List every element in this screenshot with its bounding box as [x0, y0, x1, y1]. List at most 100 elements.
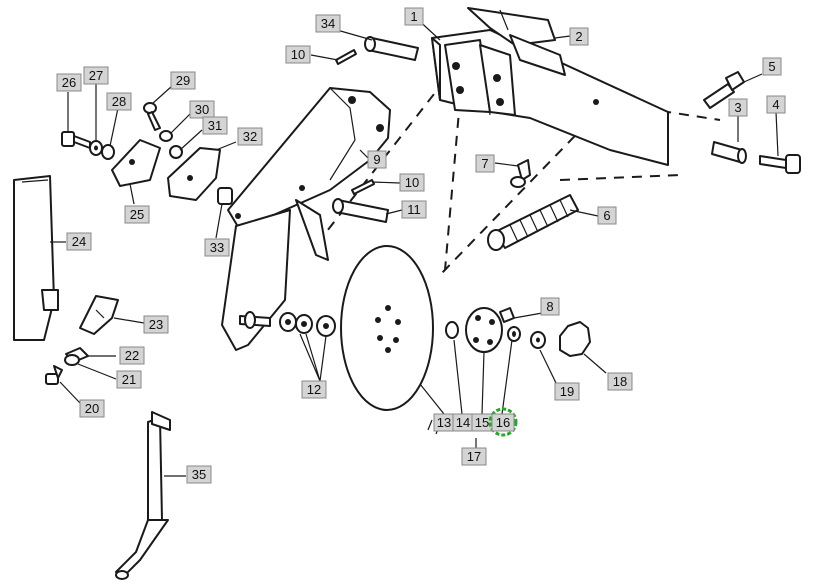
svg-text:10: 10	[405, 175, 419, 190]
callout-31[interactable]: 31	[202, 116, 228, 135]
nut-part-31	[169, 145, 183, 159]
nut-part-19	[530, 331, 546, 349]
svg-text:27: 27	[89, 68, 103, 83]
cotter-pin-part-10-middle	[351, 179, 375, 195]
callout-28[interactable]: 28	[106, 92, 132, 111]
callout-17[interactable]: 17	[461, 447, 487, 466]
callout-10-middle[interactable]: 10	[399, 173, 425, 192]
callout-26[interactable]: 26	[56, 73, 82, 92]
callout-3[interactable]: 3	[728, 98, 748, 117]
bolt-part-4	[759, 154, 801, 174]
grease-fitting-part-7	[510, 159, 531, 188]
callout-27[interactable]: 27	[83, 66, 109, 85]
nut-part-33	[217, 187, 233, 205]
svg-text:19: 19	[560, 384, 574, 399]
svg-text:35: 35	[192, 467, 206, 482]
callout-13[interactable]: 13	[433, 413, 455, 432]
svg-text:4: 4	[772, 97, 779, 112]
callout-6[interactable]: 6	[597, 206, 617, 225]
callout-10-top[interactable]: 10	[285, 45, 311, 64]
callout-2[interactable]: 2	[569, 27, 589, 46]
callout-14[interactable]: 14	[452, 413, 474, 432]
scraper-part-24	[13, 175, 59, 341]
callout-15[interactable]: 15	[471, 413, 493, 432]
svg-text:10: 10	[291, 47, 305, 62]
svg-text:6: 6	[603, 208, 610, 223]
dust-cap-part-18	[559, 321, 591, 357]
svg-text:31: 31	[208, 118, 222, 133]
pin-part-11	[332, 198, 389, 223]
svg-text:9: 9	[373, 152, 380, 167]
callout-5[interactable]: 5	[762, 57, 782, 76]
svg-text:34: 34	[321, 16, 335, 31]
svg-text:15: 15	[475, 415, 489, 430]
disc-blade-part-13	[340, 245, 434, 411]
spring-part-6	[487, 194, 579, 251]
callout-29[interactable]: 29	[170, 71, 196, 90]
callout-1[interactable]: 1	[404, 7, 424, 26]
bushing-part-3	[711, 141, 747, 164]
callout-11[interactable]: 11	[401, 200, 427, 219]
svg-text:17: 17	[467, 449, 481, 464]
svg-text:28: 28	[112, 94, 126, 109]
frame-bracket-part-1	[431, 29, 669, 166]
callout-30[interactable]: 30	[189, 100, 215, 119]
svg-text:29: 29	[176, 73, 190, 88]
callout-35[interactable]: 35	[186, 465, 212, 484]
svg-text:22: 22	[125, 348, 139, 363]
callout-33[interactable]: 33	[204, 238, 230, 257]
svg-text:7: 7	[481, 156, 488, 171]
pin-part-8	[499, 307, 515, 323]
svg-text:32: 32	[243, 129, 257, 144]
svg-text:5: 5	[768, 59, 775, 74]
washer-part-30	[159, 130, 173, 142]
svg-text:18: 18	[613, 374, 627, 389]
nut-part-14	[445, 321, 459, 339]
svg-text:13: 13	[437, 415, 451, 430]
callout-21[interactable]: 21	[116, 370, 142, 389]
callout-9[interactable]: 9	[367, 150, 387, 169]
callout-12[interactable]: 12	[301, 380, 327, 399]
callout-20[interactable]: 20	[79, 399, 105, 418]
washer-part-21	[64, 354, 80, 366]
svg-text:1: 1	[410, 9, 417, 24]
bolt-part-26	[61, 131, 91, 149]
svg-text:23: 23	[149, 317, 163, 332]
washer-part-27	[89, 140, 103, 156]
callout-32[interactable]: 32	[237, 127, 263, 146]
callout-4[interactable]: 4	[766, 95, 786, 114]
callout-7[interactable]: 7	[475, 154, 495, 173]
svg-text:3: 3	[734, 100, 741, 115]
svg-text:20: 20	[85, 401, 99, 416]
svg-text:26: 26	[62, 75, 76, 90]
bolt-part-29	[143, 102, 161, 131]
callout-34[interactable]: 34	[315, 14, 341, 33]
pin-part-34	[364, 36, 419, 61]
shank-part-35	[115, 411, 171, 580]
svg-text:33: 33	[210, 240, 224, 255]
callout-16-highlighted[interactable]: 16	[488, 407, 518, 437]
svg-text:11: 11	[407, 202, 421, 217]
clip-part-23	[79, 295, 119, 335]
svg-text:25: 25	[130, 207, 144, 222]
callout-19[interactable]: 19	[554, 382, 580, 401]
callout-8[interactable]: 8	[540, 297, 560, 316]
callout-18[interactable]: 18	[607, 372, 633, 391]
hardware-set-part-12	[239, 311, 336, 337]
svg-text:12: 12	[307, 382, 321, 397]
bracket-part-32	[167, 147, 221, 201]
arm-bracket-part-9	[221, 87, 391, 351]
callout-22[interactable]: 22	[119, 346, 145, 365]
callout-25[interactable]: 25	[124, 205, 150, 224]
leader-lines	[50, 15, 779, 477]
svg-text:24: 24	[72, 234, 86, 249]
cotter-pin-part-10-top	[335, 49, 357, 65]
svg-text:16: 16	[496, 415, 510, 430]
callout-23[interactable]: 23	[143, 315, 169, 334]
svg-text:2: 2	[575, 29, 582, 44]
callout-24[interactable]: 24	[66, 232, 92, 251]
svg-text:21: 21	[122, 372, 136, 387]
bearing-part-16	[507, 326, 521, 342]
bracket-part-25	[111, 139, 161, 187]
spring-tab-part-2	[467, 7, 566, 76]
